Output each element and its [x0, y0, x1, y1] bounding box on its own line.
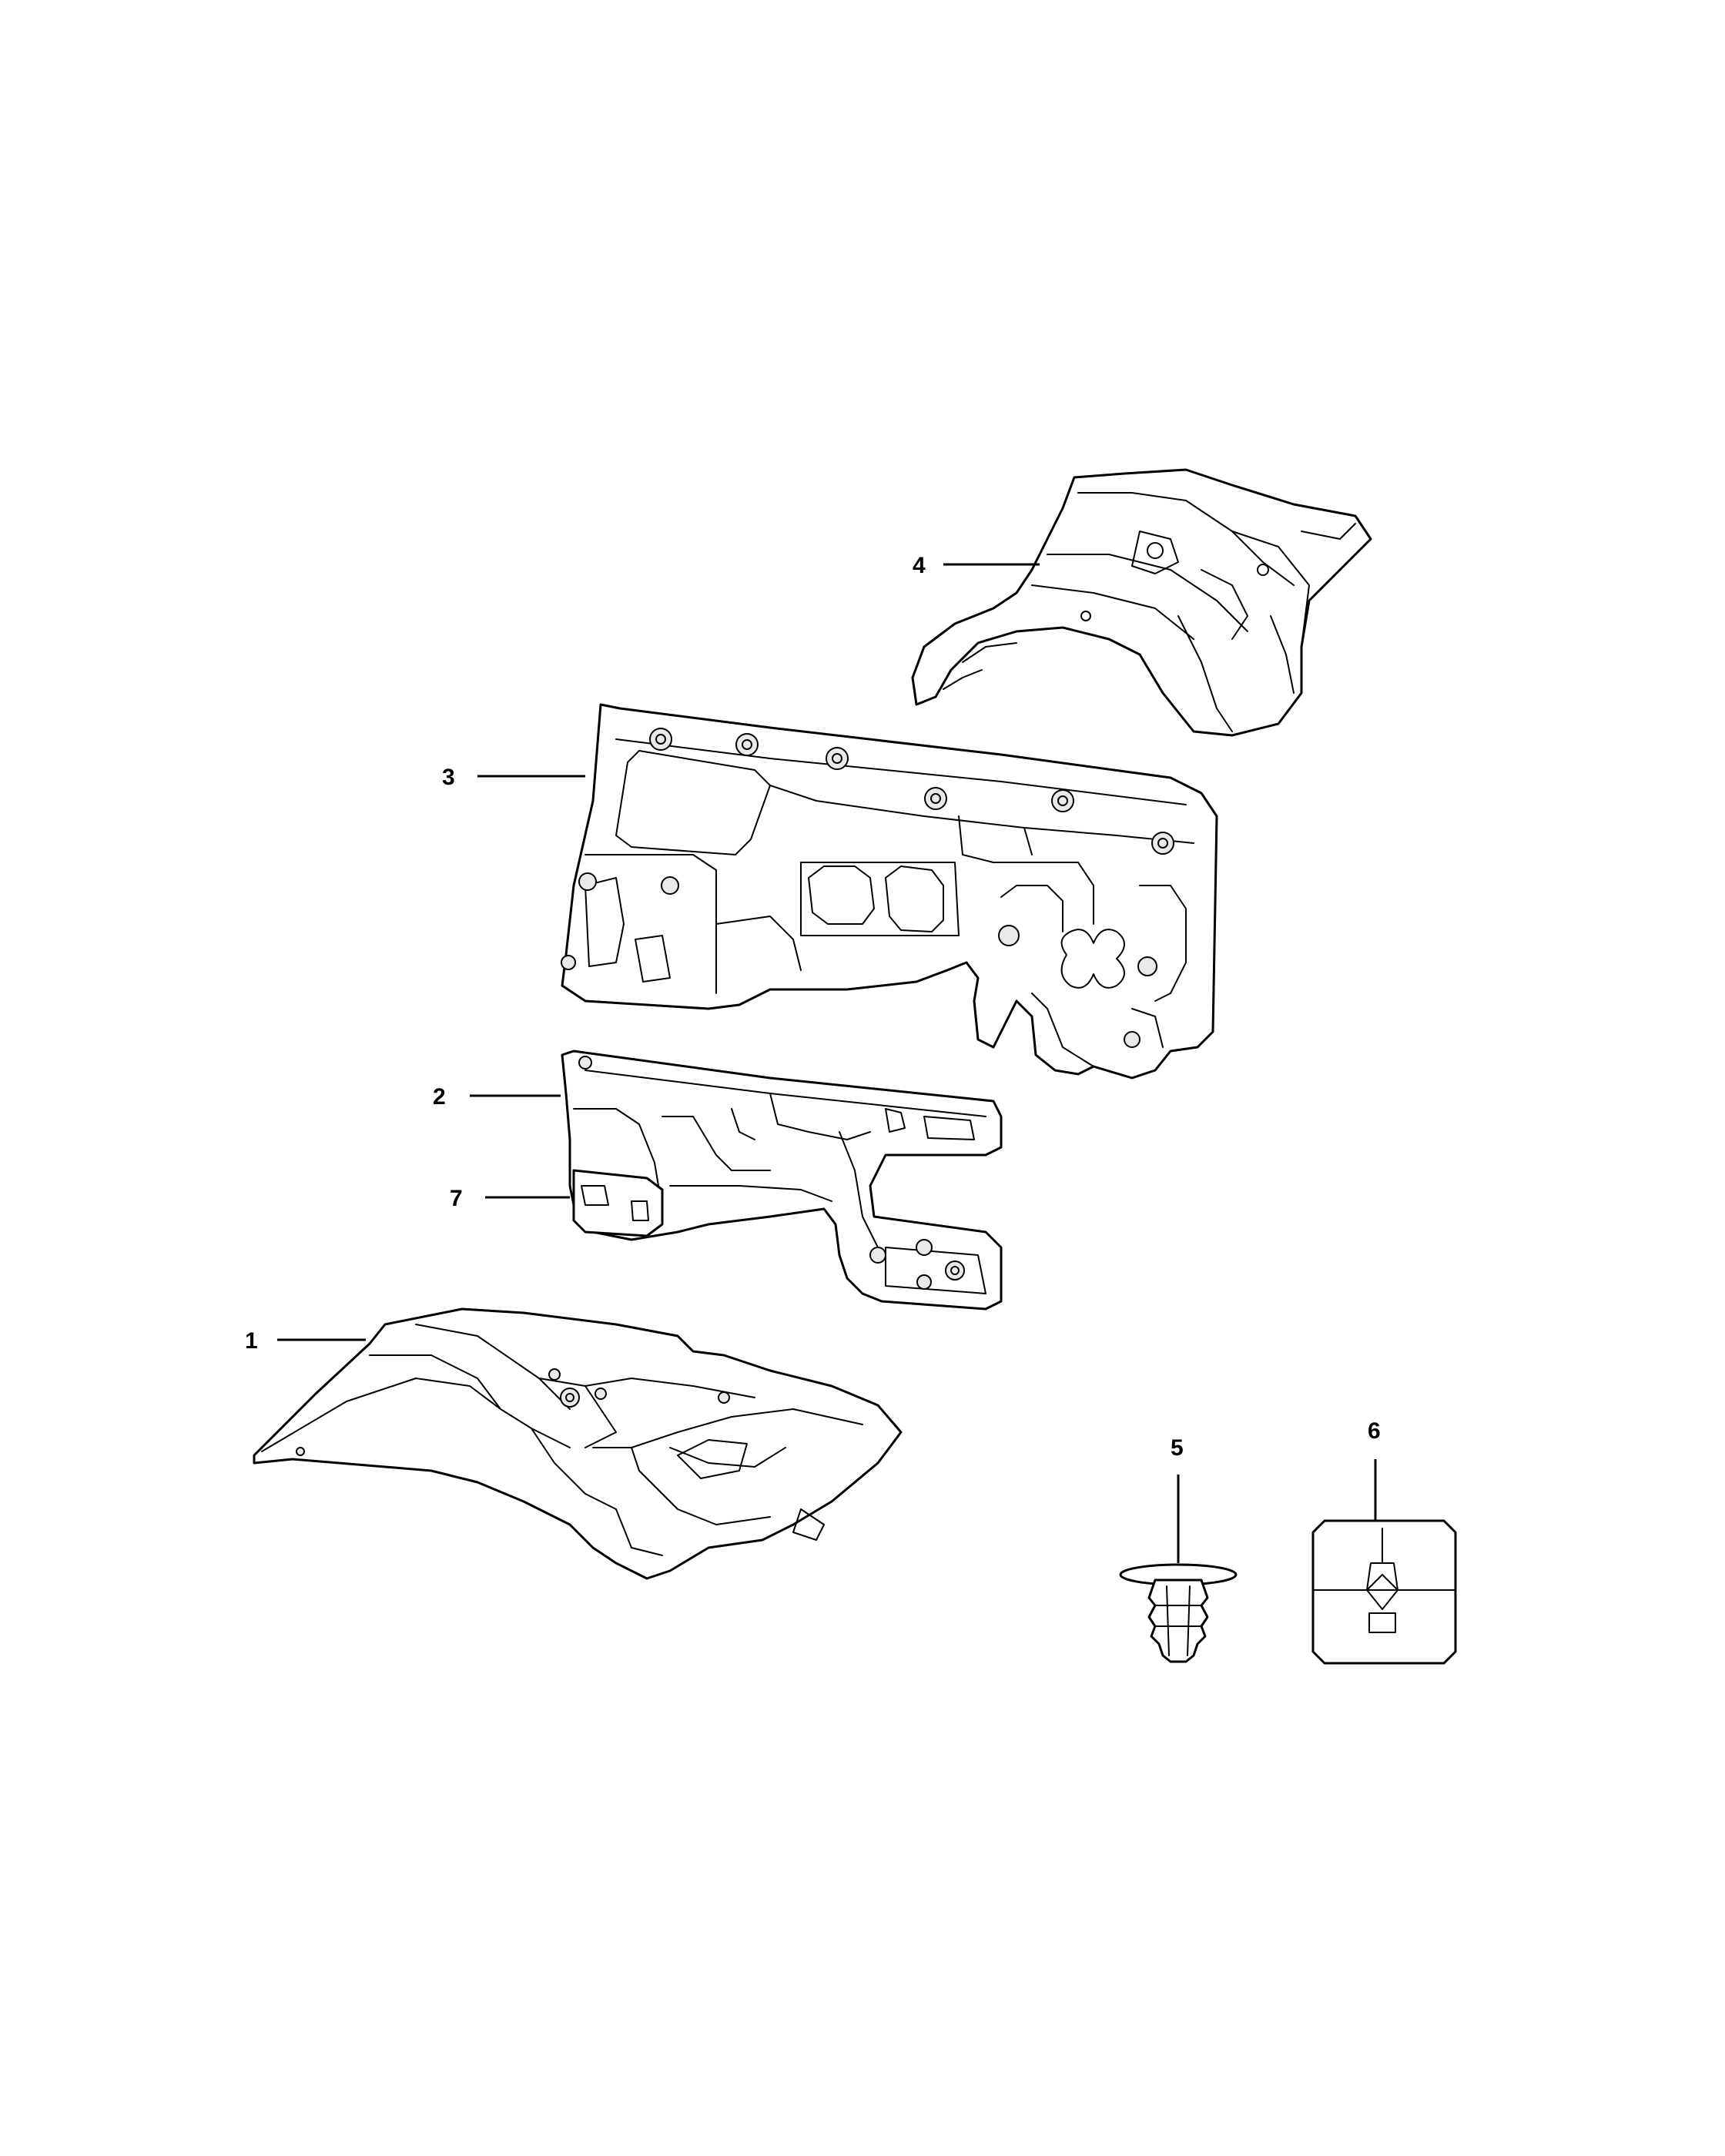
callout-label-6: 6: [1368, 1418, 1381, 1444]
callout-label-1: 1: [245, 1328, 258, 1354]
callout-label-5: 5: [1171, 1435, 1184, 1461]
part-4-tunnel-silencer[interactable]: [911, 468, 1372, 737]
part-3-dash-silencer[interactable]: [561, 703, 1218, 1080]
part-5-push-pin-retainer[interactable]: [1119, 1563, 1238, 1663]
part-1-hood-silencer[interactable]: [253, 1307, 903, 1580]
callout-label-2: 2: [433, 1084, 446, 1110]
callout-label-4: 4: [913, 553, 926, 578]
part-6-adhesive-pad[interactable]: [1311, 1519, 1457, 1665]
callout-label-7: 7: [450, 1186, 463, 1211]
part-7-silencer-pad[interactable]: [572, 1169, 664, 1237]
callout-label-3: 3: [442, 765, 455, 790]
